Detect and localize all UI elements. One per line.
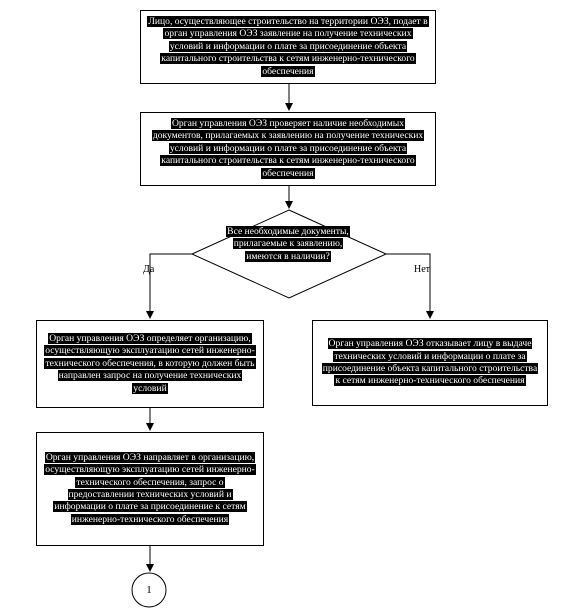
yes-label: Да [143,264,155,275]
step-send-request-text: Орган управления ОЭЗ направляет в органи… [44,451,256,525]
decision-text-block: Все необходимые документы, прилагаемые к… [218,226,358,263]
step-submit-application-text: Лицо, осуществляющее строительство на те… [147,15,429,77]
arrow-yes-branch [146,253,192,319]
step-determine-organization: Орган управления ОЭЗ определяет организа… [36,320,264,408]
no-label: Нет [414,264,431,275]
step-refuse-text: Орган управления ОЭЗ отказывает лицу в в… [321,338,539,387]
arrow-no-branch [386,253,434,319]
step-check-documents-text: Орган управления ОЭЗ проверяет наличие н… [151,117,425,179]
step-send-request: Орган управления ОЭЗ направляет в органи… [36,432,264,546]
step-refuse: Орган управления ОЭЗ отказывает лицу в в… [312,320,548,406]
page-connector-label: 1 [146,584,152,596]
step-submit-application: Лицо, осуществляющее строительство на те… [140,10,436,84]
step-determine-organization-text: Орган управления ОЭЗ определяет организа… [44,332,256,394]
page-connector-circle [131,572,167,608]
decision-question: Все необходимые документы, прилагаемые к… [226,226,350,262]
step-check-documents: Орган управления ОЭЗ проверяет наличие н… [140,112,436,186]
